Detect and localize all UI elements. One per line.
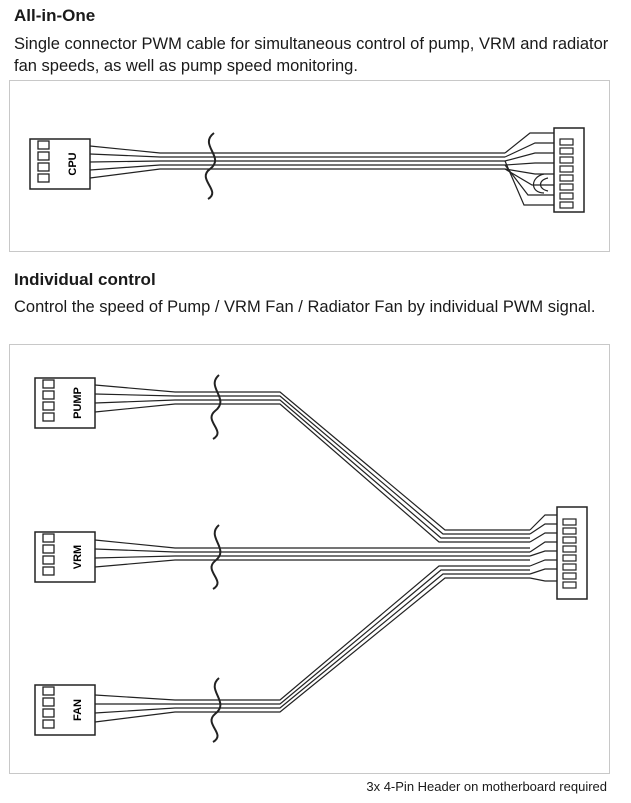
fan-cable-break-mark: [210, 677, 222, 743]
vrm-wires: [94, 539, 530, 568]
connector-label-pump: PUMP: [72, 387, 84, 419]
cpu-connector: CPU: [29, 138, 91, 190]
diagram-all-in-one: CPU: [9, 80, 610, 252]
header-connector: [556, 506, 588, 600]
footnote: 3x 4-Pin Header on motherboard required: [366, 779, 607, 794]
pump-wires: [94, 384, 530, 543]
header-fanout-wires: [529, 514, 557, 582]
all-in-one-cable-diagram: CPU: [29, 127, 585, 213]
connector-label-fan: FAN: [72, 699, 84, 721]
pump-cable-break-mark: [210, 374, 222, 440]
vrm-connector: VRM: [34, 531, 96, 583]
header-connector: [553, 127, 585, 213]
section-title-individual-control: Individual control: [14, 270, 156, 289]
cpu-wires: [89, 145, 505, 179]
connector-label-cpu: CPU: [67, 152, 79, 175]
fan-connector: FAN: [34, 684, 96, 736]
individual-control-cable-diagram: PUMP VRM FAN: [34, 374, 588, 743]
header-wires: [504, 132, 555, 206]
section-description-individual-control: Control the speed of Pump / VRM Fan / Ra…: [14, 298, 596, 316]
cable-break-mark: [204, 132, 217, 200]
connector-label-vrm: VRM: [72, 545, 84, 569]
pump-connector: PUMP: [34, 377, 96, 429]
vrm-cable-break-mark: [210, 524, 222, 590]
section-description-all-in-one: Single connector PWM cable for simultane…: [14, 35, 609, 75]
section-title-all-in-one: All-in-One: [14, 6, 96, 25]
diagram-individual-control: PUMP VRM FAN: [9, 344, 610, 774]
fan-wires: [94, 565, 530, 723]
